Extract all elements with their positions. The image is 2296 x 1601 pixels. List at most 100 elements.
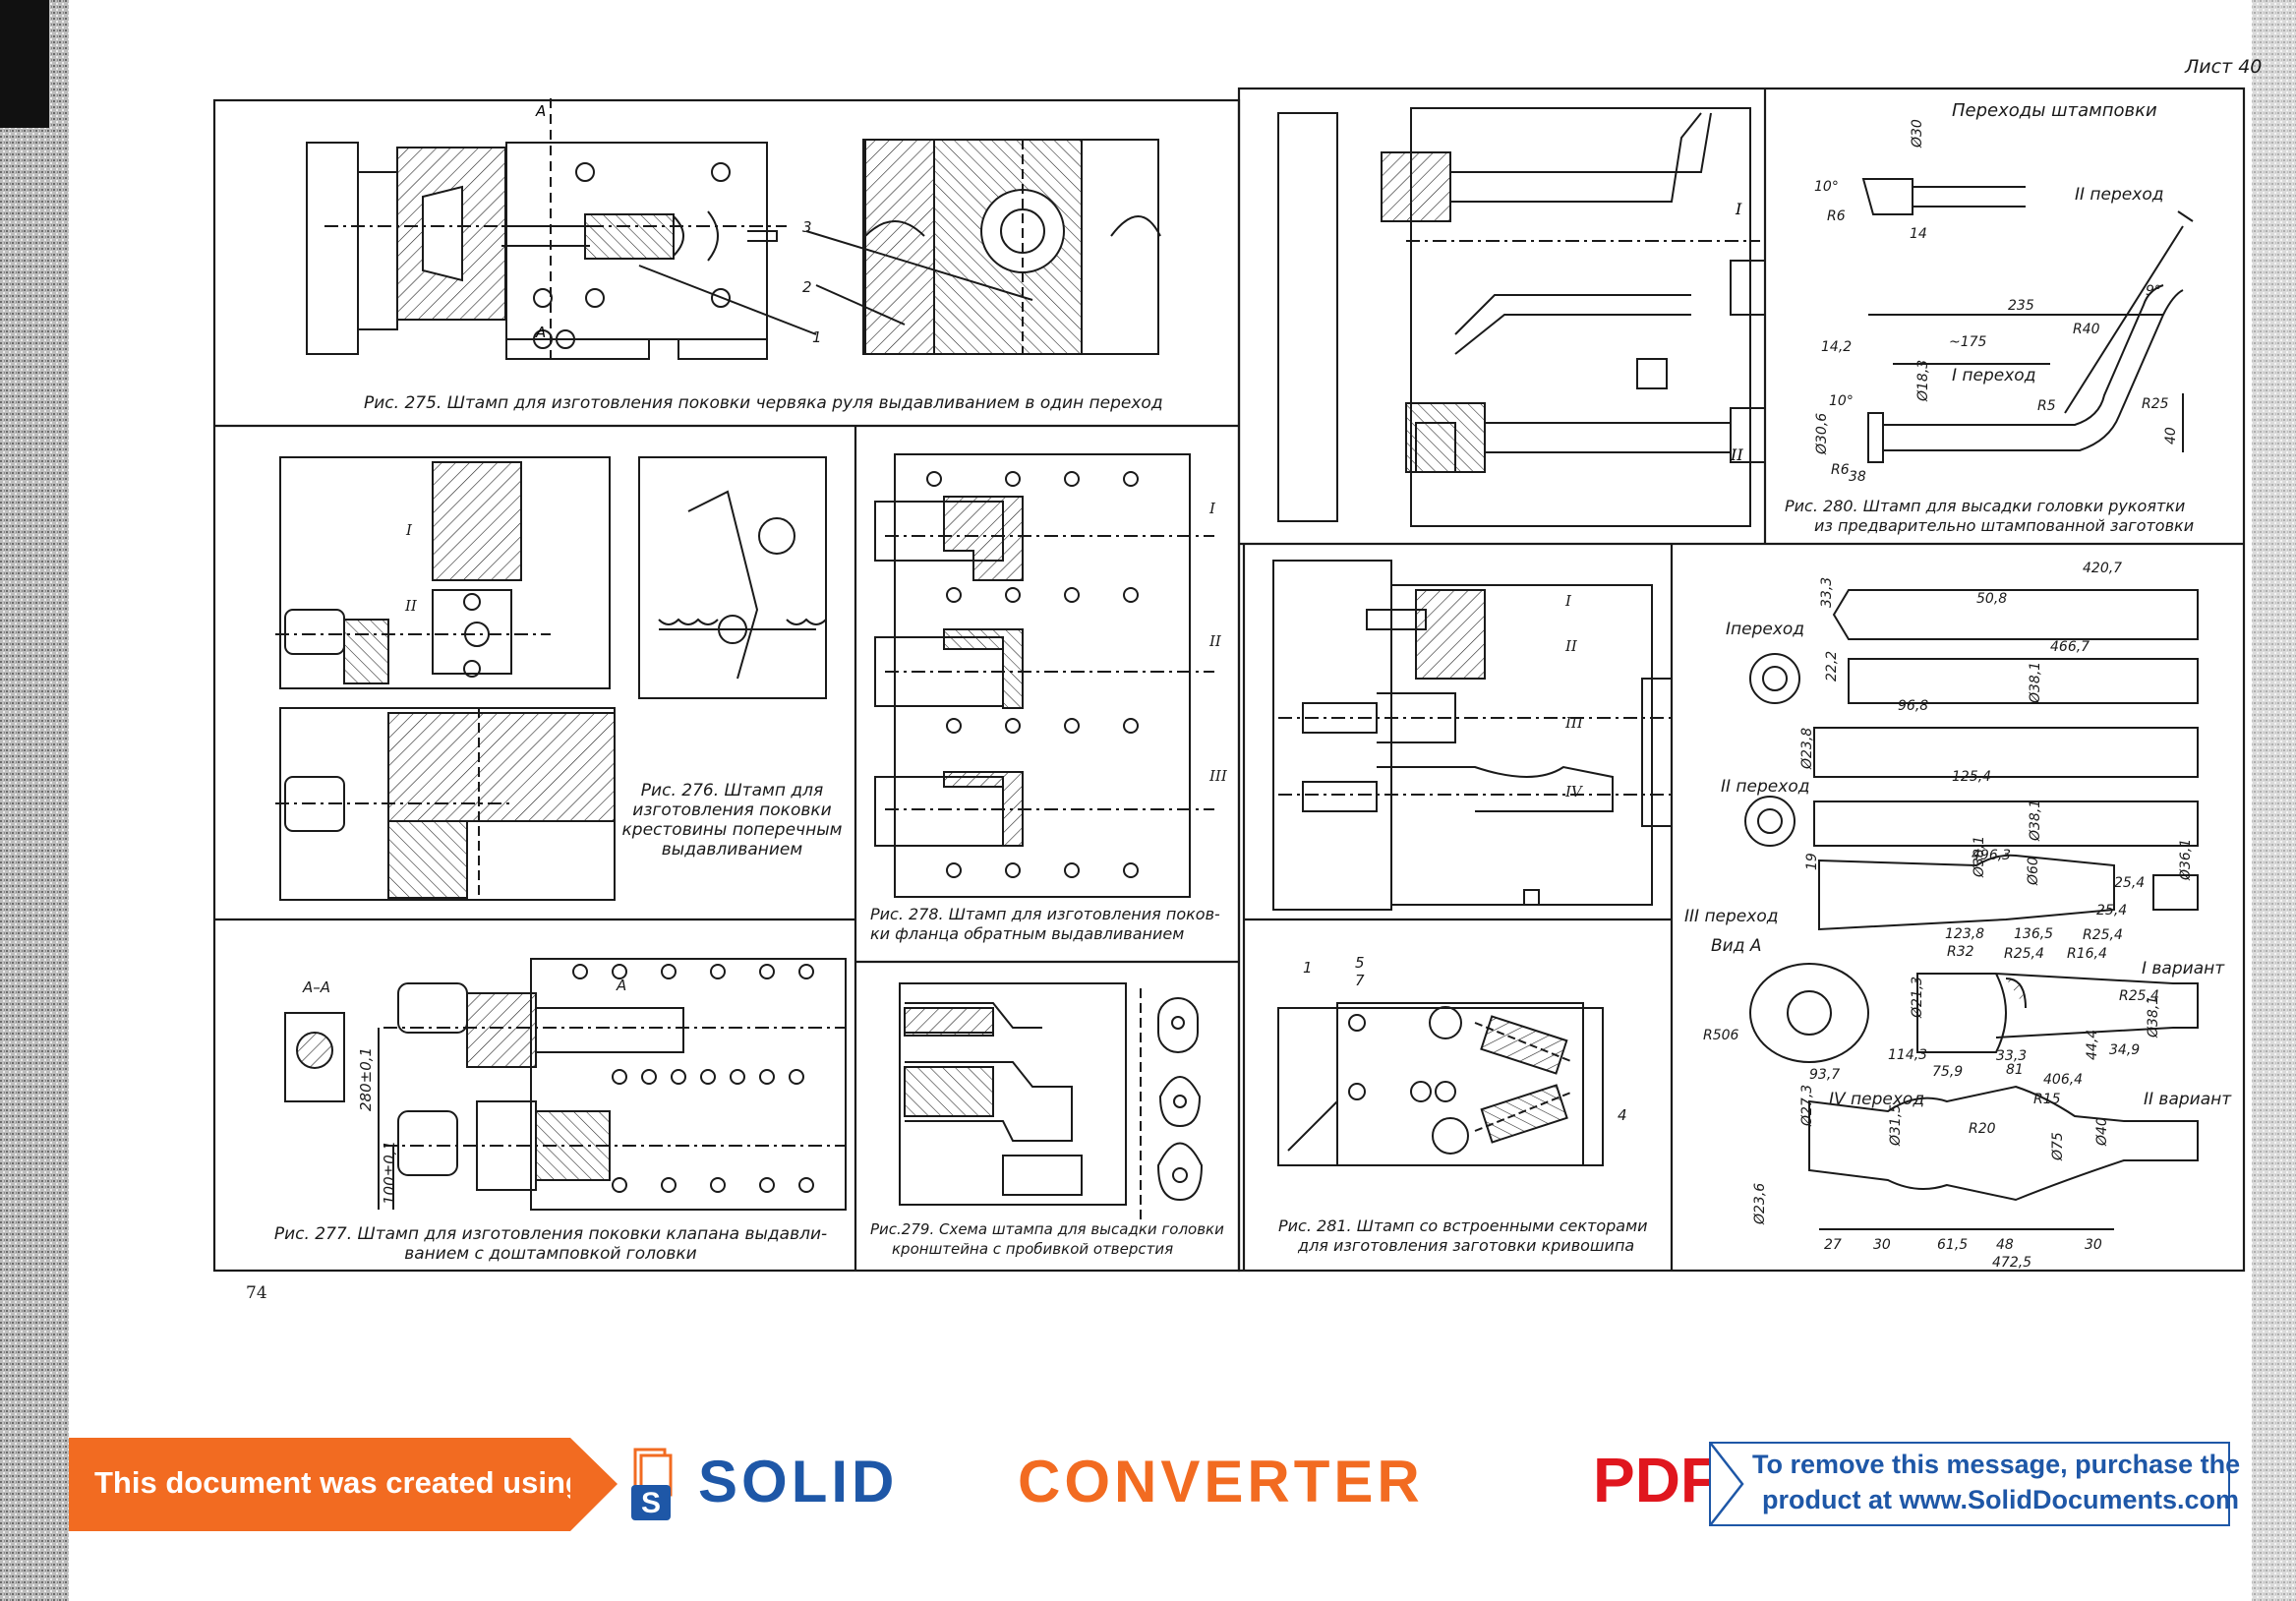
- caption-fig276: Рис. 276. Штамп для изготовления поковки…: [621, 781, 843, 860]
- caption-fig278: Рис. 278. Штамп для изготовления поков- …: [870, 905, 1220, 944]
- caption-fig280-line1: Рис. 280. Штамп для высадки головки руко…: [1785, 497, 2186, 515]
- dim-fig280-10: 10°: [1829, 393, 1854, 409]
- dim-fig281-35: Ø27,3: [1799, 1084, 1815, 1126]
- dim-fig280-12: R25: [2142, 396, 2169, 412]
- label-transitions-title: Переходы штамповки: [1952, 100, 2157, 121]
- dim-fig280-13: Ø30,6: [1814, 412, 1830, 454]
- caption-fig280-line2: из предварительно штампованной заготовки: [1814, 516, 2195, 535]
- dim-fig281-43: 30: [1873, 1237, 1891, 1253]
- dim-fig281-15: Ø36,1: [2178, 838, 2194, 880]
- callout-fig281-1: 1: [1303, 959, 1313, 977]
- dim-fig281-10: 496,3: [1972, 848, 2012, 863]
- fig276-drawing: [275, 456, 827, 901]
- dim-fig281-8: 125,4: [1952, 769, 1992, 785]
- dim-fig280-11: R5: [2037, 398, 2056, 414]
- dim-fig280-7: R40: [2073, 322, 2100, 337]
- banner-orange-panel: This document was created using: [69, 1438, 584, 1531]
- brand-solid: SOLID: [698, 1449, 899, 1514]
- dim-fig281-20: R32: [1947, 944, 1974, 960]
- dim-fig280-16: 40: [2163, 427, 2179, 445]
- page-number: 74: [246, 1283, 267, 1303]
- brand-converter: CONVERTER: [1018, 1449, 1424, 1514]
- frame-right-block: [1237, 87, 2246, 1273]
- dim-fig281-13: Ø60: [2026, 857, 2041, 885]
- banner-remove-line2[interactable]: product at www.SolidDocuments.com: [1762, 1485, 2240, 1514]
- dim-fig281-38: R20: [1969, 1121, 1996, 1137]
- dim-fig281-18: 136,5: [2014, 926, 2054, 942]
- dim-fig280-2: R6: [1827, 208, 1846, 224]
- caption-fig278-line2: ки фланца обратным выдавливанием: [870, 924, 1185, 943]
- dim-fig281-0: 420,7: [2083, 561, 2123, 576]
- label-fig281-roman-4: IV: [1565, 783, 1582, 800]
- dim-fig281-14: 25,4: [2114, 875, 2146, 891]
- dim-fig281-11: 19: [1804, 853, 1820, 870]
- label-fig281-roman-3: III: [1565, 714, 1583, 732]
- fig281-tool-drawing: [1272, 560, 1673, 911]
- dim-fig281-31: 44,4: [2085, 1029, 2100, 1060]
- fig275-drawing: [306, 98, 1161, 360]
- callout-7: 7: [1355, 972, 1365, 989]
- label-fig281-tr1: Iпереход: [1726, 620, 1805, 639]
- dim-fig281-7: Ø23,8: [1799, 727, 1815, 769]
- fig277-drawing: [284, 958, 847, 1211]
- dim-fig281-37: Ø31,5: [1888, 1103, 1904, 1146]
- label-section-aa: А–А: [303, 978, 331, 996]
- dim-fig281-12: Ø38,1: [1972, 835, 1987, 877]
- dim-fig281-16: 25,4: [2096, 903, 2128, 919]
- caption-fig279-line2: кронштейна с пробивкой отверстия: [892, 1240, 1174, 1258]
- caption-fig277: Рис. 277. Штамп для изготовления поковки…: [256, 1224, 846, 1264]
- callout-1: 1: [812, 328, 822, 346]
- caption-fig276-line1: Рис. 276. Штамп для: [640, 781, 824, 800]
- callout-3: 3: [802, 218, 812, 236]
- dim-fig281-36: R15: [2033, 1092, 2061, 1107]
- caption-fig279: Рис.279. Схема штампа для высадки головк…: [870, 1219, 1224, 1259]
- banner-purchase-box[interactable]: [1709, 1442, 2230, 1526]
- dim-fig281-6: 96,8: [1898, 698, 1929, 714]
- svg-text:А: А: [535, 324, 546, 341]
- dim-fig281-40: Ø40: [2094, 1117, 2110, 1146]
- dim-fig281-5: Ø38,1: [2028, 661, 2043, 703]
- dim-fig281-3: 466,7: [2050, 639, 2090, 655]
- caption-fig280: Рис. 280. Штамп для высадки головки руко…: [1785, 497, 2194, 536]
- solid-documents-logo-icon: S: [631, 1448, 673, 1520]
- fig280-tool-drawing: [1277, 107, 1766, 527]
- dim-fig281-28: 81: [2006, 1062, 2024, 1078]
- dim-fig281-25: 93,7: [1809, 1067, 1841, 1083]
- dim-fig281-22: R16,4: [2067, 946, 2107, 962]
- caption-fig276-line2: изготовления поковки: [632, 800, 832, 820]
- dim-fig281-24: Ø21,3: [1910, 976, 1925, 1018]
- label-fig281-tr3: III переход: [1684, 907, 1779, 926]
- banner-arrow: [570, 1438, 618, 1531]
- dim-280: 280±0,1: [357, 1046, 375, 1111]
- dim-fig280-3: 14: [1910, 226, 1927, 242]
- dim-fig280-8: 9°: [2146, 283, 2161, 299]
- label-fig281-roman-1: I: [1565, 592, 1571, 610]
- callout-2: 2: [802, 278, 812, 296]
- caption-fig275: Рис. 275. Штамп для изготовления поковки…: [364, 393, 1163, 413]
- dim-fig280-15: 38: [1849, 469, 1866, 485]
- dim-fig281-21: R25,4: [2004, 946, 2044, 962]
- svg-text:А: А: [535, 102, 546, 120]
- dim-fig281-2: 50,8: [1976, 591, 2008, 607]
- dim-fig281-34: Ø38,1: [2146, 995, 2161, 1038]
- dim-fig281-4: 22,2: [1824, 650, 1840, 682]
- caption-fig278-line1: Рис. 278. Штамп для изготовления поков-: [870, 905, 1220, 923]
- brand-pdf: PDF: [1593, 1445, 1719, 1515]
- label-fig281-tr4: IV переход: [1829, 1090, 1925, 1109]
- label-fig280-tr1: I переход: [1952, 366, 2036, 385]
- caption-fig276-line4: выдавливанием: [661, 840, 803, 860]
- dim-fig281-19: R25,4: [2083, 927, 2123, 943]
- dim-fig281-41: Ø23,6: [1752, 1182, 1768, 1224]
- label-fig280-tr2: II переход: [2075, 185, 2164, 205]
- dim-fig281-45: 48: [1996, 1237, 2014, 1253]
- dim-fig281-1: 33,3: [1819, 576, 1835, 608]
- scan-edge-left: [0, 0, 69, 1601]
- caption-fig277-line2: ванием с доштамповкой головки: [404, 1244, 697, 1264]
- label-fig281-roman-2: II: [1565, 637, 1577, 655]
- dim-fig281-17: 123,8: [1945, 926, 1985, 942]
- dim-fig280-0: Ø30: [1910, 119, 1925, 148]
- fig280-transitions-drawing: [1861, 178, 2194, 463]
- dim-fig281-30: 406,4: [2043, 1072, 2084, 1088]
- dim-fig281-32: R25,4: [2119, 988, 2159, 1004]
